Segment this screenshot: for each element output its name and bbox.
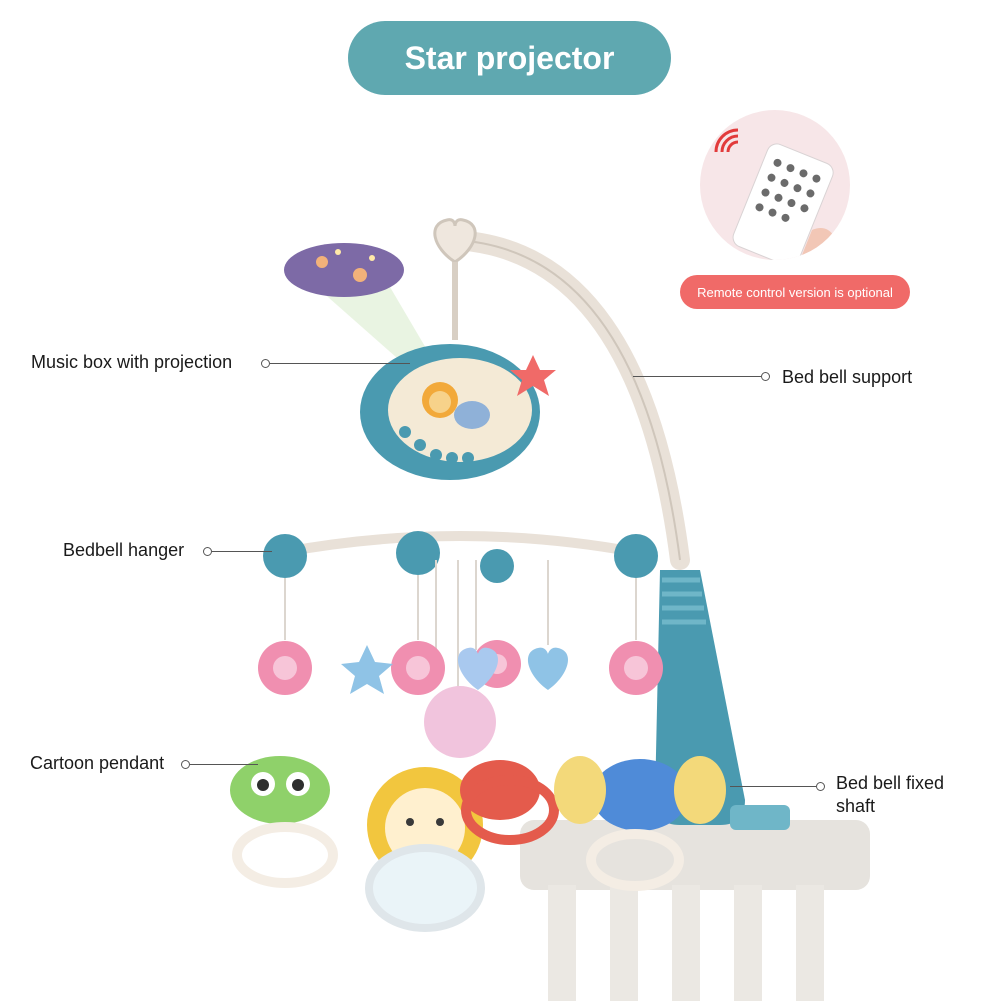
label-shaft-line2: shaft <box>836 796 876 816</box>
heart-hook <box>433 218 477 264</box>
title-text: Star projector <box>404 39 615 76</box>
label-bedbell-hanger: Bedbell hanger <box>63 540 185 560</box>
crib-rail <box>520 820 870 1001</box>
label-shaft-line1: Bed bell fixed <box>836 773 945 793</box>
pendant-owl <box>230 756 338 888</box>
pendant-crab <box>460 760 559 845</box>
label-cartoon-pendant: Cartoon pendant <box>30 753 165 773</box>
star-light <box>510 355 556 396</box>
leader-dot-shaft <box>816 782 825 791</box>
leader-line-music-box <box>270 363 410 364</box>
leader-line-support <box>633 376 761 377</box>
leader-dot-music-box <box>261 359 270 368</box>
leader-dot-hanger <box>203 547 212 556</box>
leader-line-hanger <box>212 551 272 552</box>
remote-control-image <box>700 110 850 260</box>
leader-dot-support <box>761 372 770 381</box>
pendant-elephant <box>554 756 726 891</box>
leader-line-shaft <box>730 786 816 787</box>
leader-line-pendant <box>190 764 258 765</box>
label-music-box: Music box with projection <box>31 352 233 372</box>
fixed-shaft <box>655 570 745 825</box>
remote-note-badge: Remote control version is optional <box>680 275 910 309</box>
projection-image <box>284 243 404 297</box>
hanger-bar <box>280 531 640 557</box>
title-banner: Star projector <box>348 21 671 95</box>
label-bed-bell-support: Bed bell support <box>782 367 913 387</box>
remote-note-text: Remote control version is optional <box>697 284 893 300</box>
leader-dot-pendant <box>181 760 190 769</box>
pendant-lion <box>365 767 485 932</box>
hanger-knobs <box>263 531 658 583</box>
